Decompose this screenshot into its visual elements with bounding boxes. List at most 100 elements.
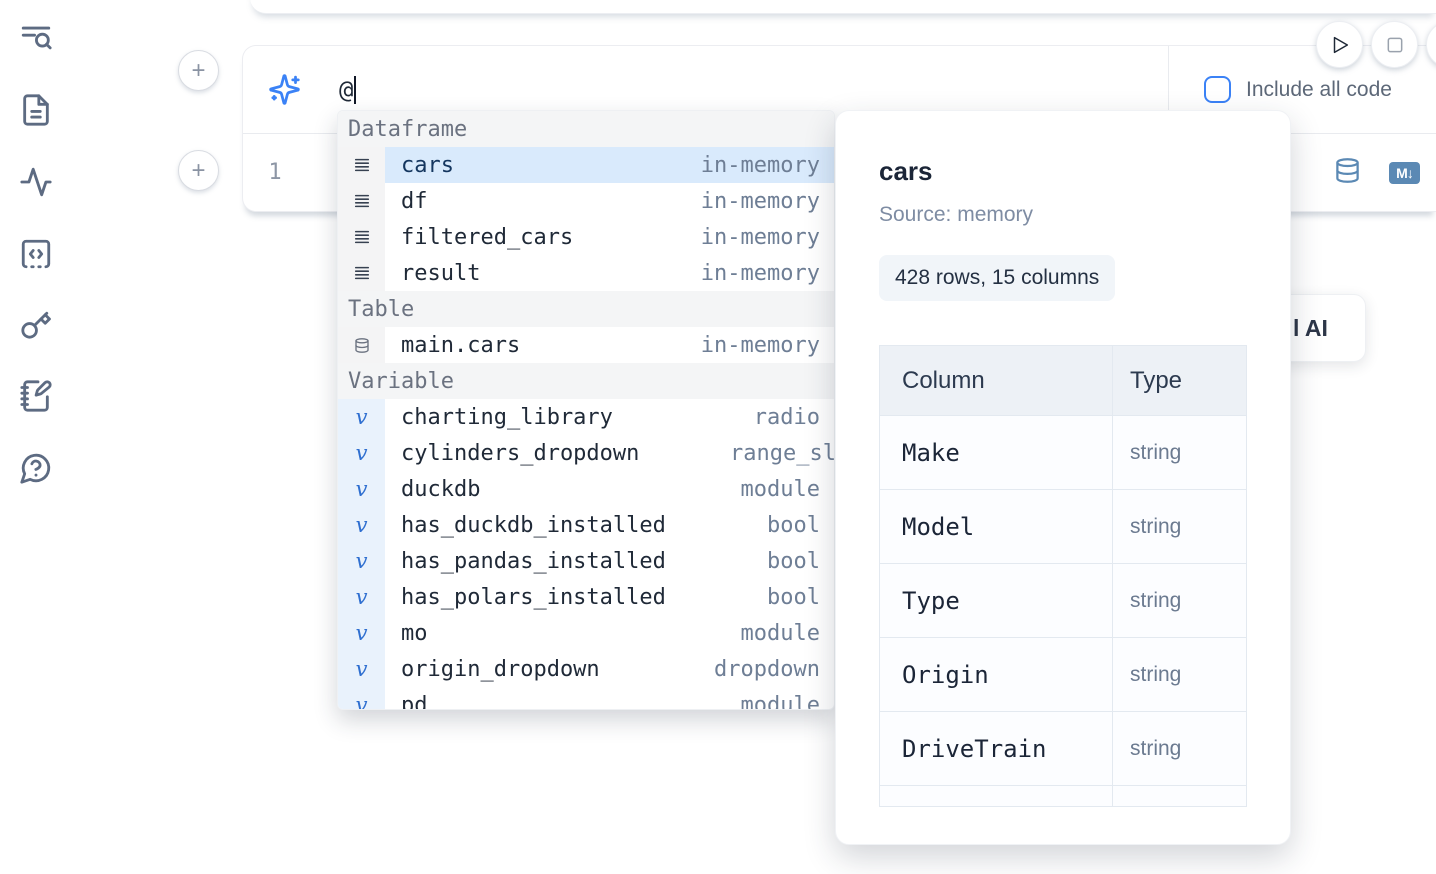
sparkles-icon bbox=[268, 73, 301, 106]
variable-icon: v bbox=[355, 440, 368, 465]
rows-icon bbox=[354, 266, 369, 280]
add-cell-button-bottom[interactable]: + bbox=[178, 150, 219, 191]
item-name: duckdb bbox=[401, 476, 481, 502]
item-name: has_polars_installed bbox=[401, 584, 666, 610]
sidebar bbox=[0, 0, 72, 874]
item-type: bool bbox=[767, 512, 820, 538]
notebook-pen-icon[interactable] bbox=[19, 379, 53, 413]
item-type: module bbox=[740, 620, 820, 646]
schema-table-row: DriveTrain string bbox=[880, 712, 1246, 786]
autocomplete-item-cars[interactable]: cars in-memory bbox=[338, 147, 834, 183]
include-all-code-checkbox[interactable] bbox=[1204, 76, 1231, 103]
autocomplete-section-header: Table bbox=[338, 291, 834, 327]
variable-icon: v bbox=[355, 584, 368, 609]
item-type: radio bbox=[753, 404, 820, 430]
autocomplete-section-header: Variable bbox=[338, 363, 834, 399]
preview-source: Source: memory bbox=[879, 203, 1034, 226]
file-text-icon[interactable] bbox=[19, 93, 53, 127]
autocomplete-section-header: Dataframe bbox=[338, 111, 834, 147]
markdown-icon[interactable]: M↓ bbox=[1389, 161, 1420, 184]
schema-table-row: Origin string bbox=[880, 638, 1246, 712]
item-type: in-memory bbox=[700, 332, 820, 358]
stop-button[interactable] bbox=[1371, 21, 1418, 68]
column-type: string bbox=[1130, 514, 1182, 538]
autocomplete-item-mo[interactable]: v mo module bbox=[338, 615, 834, 651]
text-search-icon[interactable] bbox=[19, 21, 53, 55]
column-name: DriveTrain bbox=[902, 734, 1047, 763]
text-cursor bbox=[354, 75, 357, 104]
autocomplete-item-filtered_cars[interactable]: filtered_cars in-memory bbox=[338, 219, 834, 255]
column-type: string bbox=[1130, 440, 1182, 464]
preview-title: cars bbox=[879, 156, 933, 186]
rows-icon bbox=[354, 158, 369, 172]
variable-icon: v bbox=[355, 548, 368, 573]
autocomplete-item-pd[interactable]: v pd module bbox=[338, 687, 834, 710]
item-name: cylinders_dropdown bbox=[401, 440, 640, 466]
item-name: main.cars bbox=[401, 332, 521, 358]
database-icon bbox=[354, 337, 369, 353]
item-type: bool bbox=[767, 548, 820, 574]
code-square-icon[interactable] bbox=[19, 237, 53, 271]
item-name: pd bbox=[401, 692, 428, 710]
autocomplete-item-df[interactable]: df in-memory bbox=[338, 183, 834, 219]
run-cell-button[interactable] bbox=[1316, 21, 1363, 68]
autocomplete-item-has_pandas_installed[interactable]: v has_pandas_installed bool bbox=[338, 543, 834, 579]
autocomplete-item-origin_dropdown[interactable]: v origin_dropdown dropdown bbox=[338, 651, 834, 687]
dataframe-preview-panel: cars Source: memory 428 rows, 15 columns… bbox=[835, 110, 1291, 845]
item-name: has_duckdb_installed bbox=[401, 512, 666, 538]
item-name: filtered_cars bbox=[401, 224, 574, 250]
ai-prompt-row: @ Include all code bbox=[243, 46, 1436, 134]
variable-icon: v bbox=[355, 656, 368, 681]
item-name: mo bbox=[401, 620, 428, 646]
item-type: in-memory bbox=[700, 188, 820, 214]
ai-prompt-input[interactable]: @ bbox=[243, 46, 1168, 133]
item-type: in-memory bbox=[700, 152, 820, 178]
item-type: module bbox=[740, 692, 820, 710]
header-column: Column bbox=[880, 346, 1113, 415]
rows-icon bbox=[354, 230, 369, 244]
ai-prompt-value: @ bbox=[339, 75, 354, 104]
item-name: df bbox=[401, 188, 428, 214]
item-name: cars bbox=[401, 152, 454, 178]
database-icon[interactable] bbox=[1334, 156, 1361, 190]
column-type: string bbox=[1130, 588, 1182, 612]
stop-icon bbox=[1387, 37, 1402, 52]
variable-icon: v bbox=[355, 512, 368, 537]
code-editor-row[interactable]: 1 M↓ bbox=[243, 134, 1436, 211]
column-name: Origin bbox=[902, 660, 989, 689]
item-type: module bbox=[740, 476, 820, 502]
variable-icon: v bbox=[355, 692, 368, 710]
include-all-code-label: Include all code bbox=[1246, 77, 1392, 101]
line-number: 1 bbox=[268, 160, 282, 185]
item-name: result bbox=[401, 260, 481, 286]
column-type: string bbox=[1130, 736, 1182, 760]
key-icon[interactable] bbox=[19, 307, 53, 341]
item-type: dropdown bbox=[714, 656, 820, 682]
column-type: string bbox=[1130, 662, 1182, 686]
column-name: Model bbox=[902, 512, 975, 541]
schema-table-row bbox=[880, 786, 1246, 806]
item-name: has_pandas_installed bbox=[401, 548, 666, 574]
preview-stats-badge: 428 rows, 15 columns bbox=[879, 255, 1116, 301]
autocomplete-item-has_duckdb_installed[interactable]: v has_duckdb_installed bool bbox=[338, 507, 834, 543]
variable-icon: v bbox=[355, 404, 368, 429]
schema-table-row: Model string bbox=[880, 490, 1246, 564]
item-type: in-memory bbox=[700, 260, 820, 286]
variable-icon: v bbox=[355, 620, 368, 645]
activity-icon[interactable] bbox=[19, 165, 53, 199]
autocomplete-item-result[interactable]: result in-memory bbox=[338, 255, 834, 291]
autocomplete-item-main.cars[interactable]: main.cars in-memory bbox=[338, 327, 834, 363]
add-cell-button-top[interactable]: + bbox=[178, 50, 219, 91]
item-name: origin_dropdown bbox=[401, 656, 600, 682]
item-type: in-memory bbox=[700, 224, 820, 250]
help-bubble-icon[interactable] bbox=[19, 451, 53, 485]
